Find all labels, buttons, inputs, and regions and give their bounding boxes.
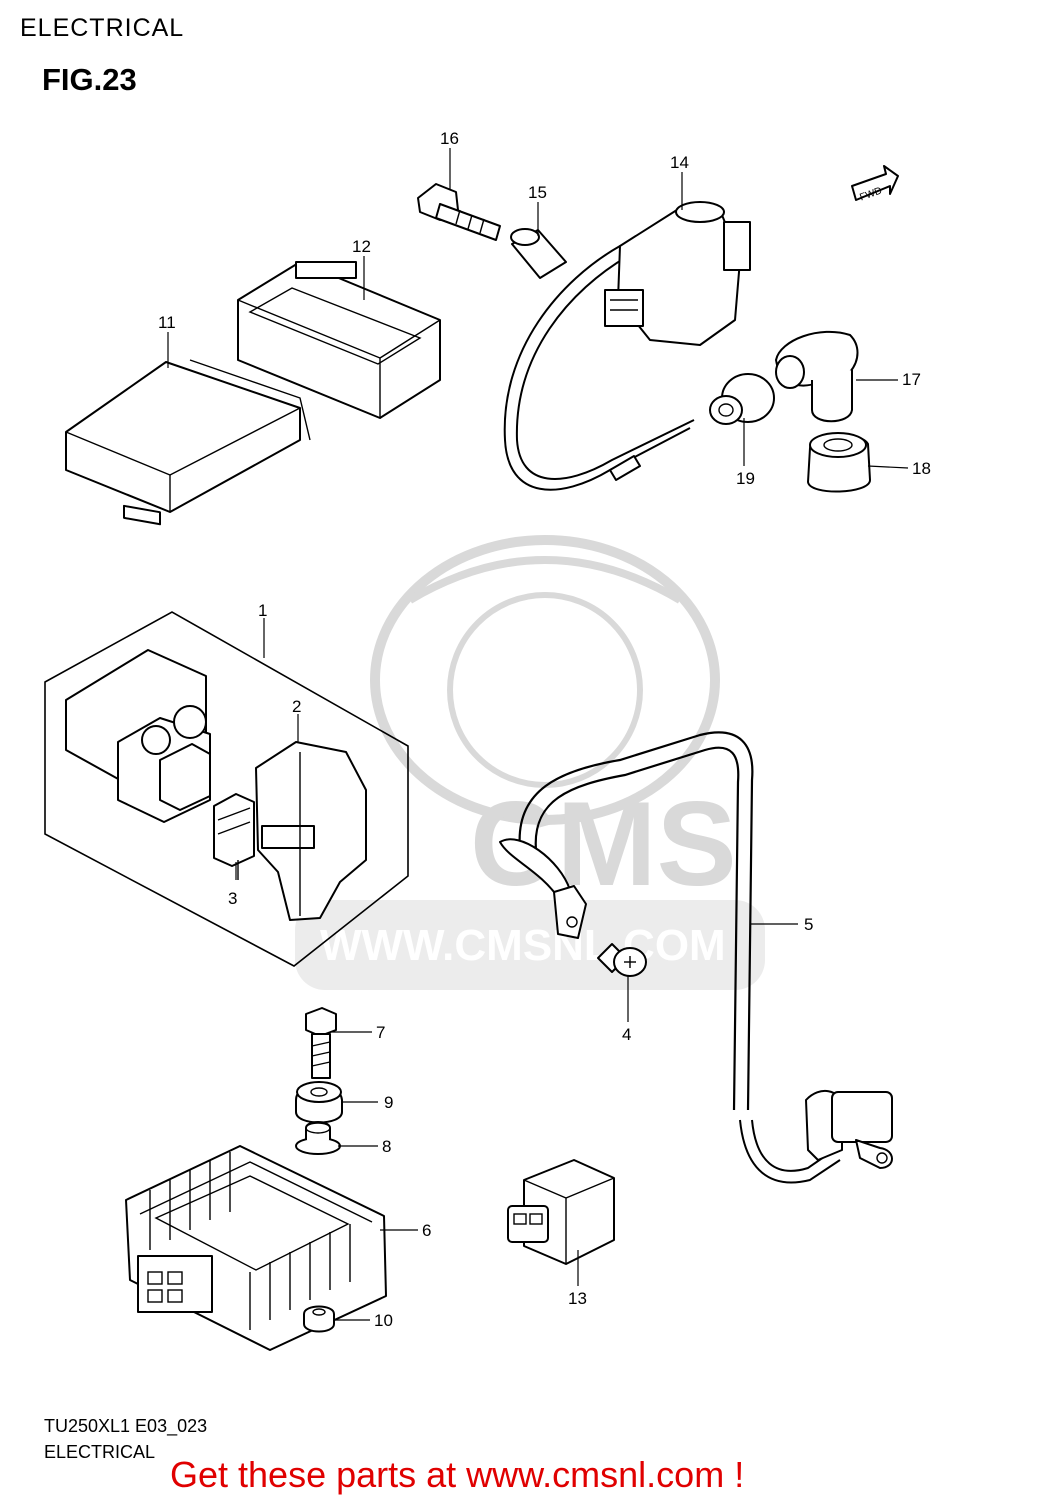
part-2-cover[interactable]	[255, 741, 367, 921]
section-title: ELECTRICAL	[20, 14, 185, 42]
part-1-relay-kit[interactable]	[44, 611, 409, 967]
part-7-bolt[interactable]	[305, 1007, 337, 1079]
part-6-regulator[interactable]	[125, 1145, 387, 1351]
callout-18: 18	[912, 459, 931, 478]
footer-section-name: ELECTRICAL	[44, 1442, 156, 1462]
part-17-plug-cap[interactable]	[775, 330, 859, 423]
leader-lines	[167, 148, 909, 1321]
callout-7: 7	[376, 1023, 385, 1042]
part-12-ecm-case[interactable]	[237, 261, 441, 419]
promo-link[interactable]: Get these parts at www.cmsnl.com !	[170, 1454, 745, 1495]
part-13-connector[interactable]	[507, 1159, 615, 1265]
callout-9: 9	[384, 1093, 393, 1112]
callout-17: 17	[902, 370, 921, 389]
part-14-ignition-coil[interactable]	[503, 201, 751, 491]
part-9-grommet[interactable]	[295, 1081, 343, 1124]
part-8-collar[interactable]	[295, 1121, 341, 1155]
callout-16: 16	[440, 129, 459, 148]
part-3-fuse[interactable]	[213, 793, 255, 880]
part-5-cable[interactable]	[499, 731, 893, 1184]
part-4-screw[interactable]	[597, 943, 647, 977]
part-19-seal[interactable]	[709, 373, 775, 425]
watermark-url: WWW.CMSNL.COM	[320, 921, 726, 970]
callout-labels: 1 2 3 4 5 6 7 8 9 10 11 12 13 14 15 16 1…	[158, 129, 931, 1330]
callout-10: 10	[374, 1311, 393, 1330]
part-16-bolt[interactable]	[417, 183, 501, 241]
figure-label: FIG.23	[42, 62, 137, 97]
callout-13: 13	[568, 1289, 587, 1308]
part-11-ecm[interactable]	[65, 359, 311, 526]
part-10-nut[interactable]	[303, 1305, 335, 1333]
callout-11: 11	[158, 313, 176, 332]
fwd-arrow-icon: FWD	[851, 165, 899, 204]
watermark: CMS WWW.CMSNL.COM	[295, 535, 765, 990]
part-18-cover[interactable]	[807, 432, 871, 493]
callout-1: 1	[258, 601, 267, 620]
part-15-spacer[interactable]	[510, 228, 567, 279]
callout-2: 2	[292, 697, 301, 716]
callout-8: 8	[382, 1137, 391, 1156]
callout-3: 3	[228, 889, 237, 908]
callout-6: 6	[422, 1221, 431, 1240]
callout-15: 15	[528, 183, 547, 202]
callout-5: 5	[804, 915, 813, 934]
callout-4: 4	[622, 1025, 631, 1044]
model-code: TU250XL1 E03_023	[44, 1416, 208, 1436]
callout-12: 12	[352, 237, 371, 256]
callout-14: 14	[670, 153, 689, 172]
callout-19: 19	[736, 469, 755, 488]
